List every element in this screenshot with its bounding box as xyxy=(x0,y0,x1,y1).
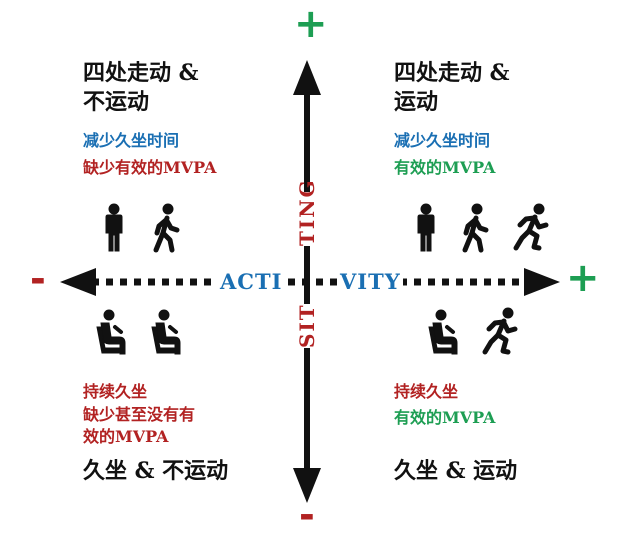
vertical-axis-bottom-arrow xyxy=(293,468,321,503)
bottom-right-title: 久坐 & 运动 xyxy=(394,458,518,484)
axis-label-acti: ACTI xyxy=(218,269,285,294)
top-left-point-1: 减少久坐时间 xyxy=(83,131,180,150)
sitting-person-icon xyxy=(427,308,459,356)
vertical-axis-top-arrow xyxy=(293,60,321,95)
running-person-icon xyxy=(516,204,546,248)
running-person-icon xyxy=(485,308,515,352)
axis-label-sit: SIT xyxy=(294,303,320,348)
top-left-point-2: 缺少有效的MVPA xyxy=(83,158,217,177)
horizontal-axis-left-arrow xyxy=(60,268,96,296)
standing-person-icon xyxy=(417,203,435,252)
sitting-person-icon xyxy=(95,308,127,356)
top-right-point-1: 减少久坐时间 xyxy=(394,131,491,150)
bottom-right-point-1: 持续久坐 xyxy=(394,382,459,401)
top-left-title-line2: 不运动 xyxy=(83,89,150,115)
axis-label-ting: TING xyxy=(294,178,320,246)
bottom-left-point-2: 缺少甚至没有有效的MVPA xyxy=(83,405,196,446)
axis-label-vity: VITY xyxy=(338,269,403,294)
top-left-title-line1: 四处走动 & xyxy=(83,60,199,86)
horizontal-axis-right-arrow xyxy=(524,268,560,296)
bottom-minus-sign: - xyxy=(299,493,315,537)
walking-person-icon xyxy=(156,204,177,250)
top-plus-sign: + xyxy=(294,1,328,47)
standing-person-icon xyxy=(105,203,123,252)
top-right-point-2: 有效的MVPA xyxy=(394,158,496,177)
bottom-right-point-2: 有效的MVPA xyxy=(394,408,496,427)
bottom-left-point-1: 持续久坐 xyxy=(83,382,148,401)
right-plus-sign: + xyxy=(566,255,600,301)
bottom-left-title: 久坐 & 不运动 xyxy=(83,458,229,484)
top-right-title-line1: 四处走动 & xyxy=(394,60,510,86)
top-right-title-line2: 运动 xyxy=(394,89,439,115)
left-minus-sign: - xyxy=(30,257,46,301)
walking-person-icon xyxy=(465,204,486,250)
sitting-person-icon xyxy=(150,308,182,356)
